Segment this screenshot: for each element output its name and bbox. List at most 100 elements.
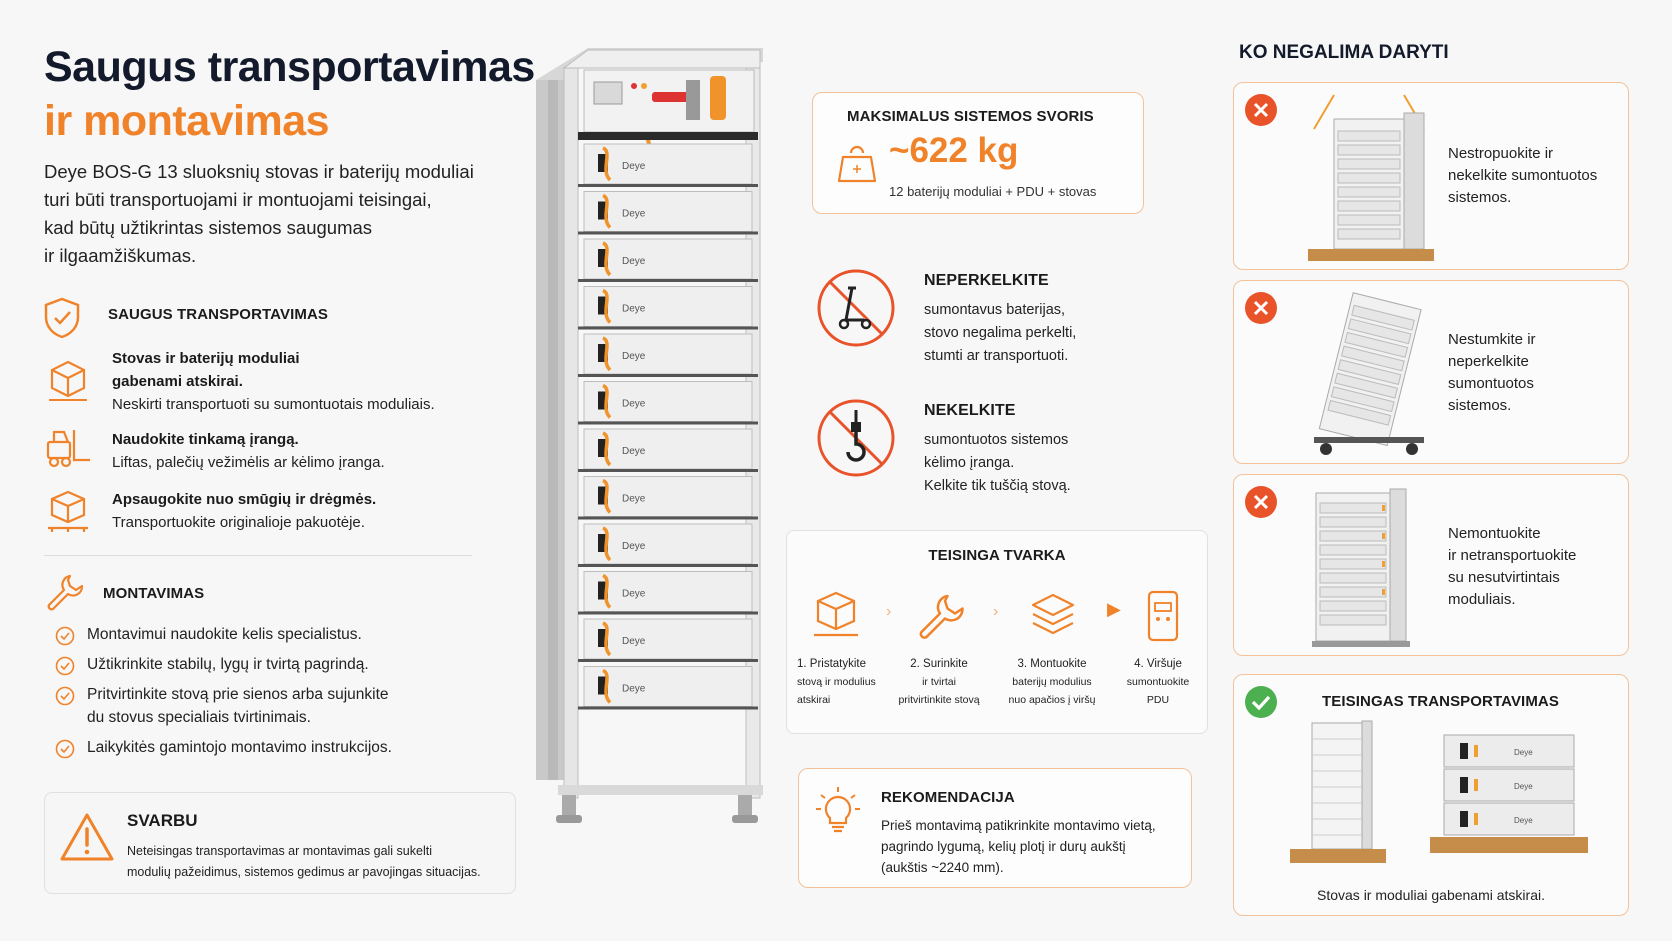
chevron-right-icon: › xyxy=(886,603,892,620)
brand-label: Deye xyxy=(622,541,646,552)
list-item-text: Montavimui naudokite kelis specialistus. xyxy=(87,626,362,643)
package-icon xyxy=(811,589,861,646)
battery-module: Deye xyxy=(578,476,758,520)
battery-module: Deye xyxy=(578,571,758,615)
battery-module: Deye xyxy=(578,286,758,330)
modules-on-pallet-illustration: Deye Deye Deye xyxy=(1430,734,1588,853)
x-circle-icon xyxy=(1245,292,1277,324)
recommend-heading: REKOMENDACIJA xyxy=(881,789,1015,806)
no-hook-icon xyxy=(816,398,896,483)
no-push-icon xyxy=(816,268,896,353)
brand-label: Deye xyxy=(1514,748,1533,757)
brand-label: Deye xyxy=(622,636,646,647)
important-text: Neteisingas transportavimas ar montavima… xyxy=(127,844,481,879)
package-icon xyxy=(44,488,92,539)
shield-check-icon xyxy=(42,296,82,345)
list-item: Montavimui naudokite kelis specialistus. xyxy=(55,623,475,646)
battery-module: Deye xyxy=(578,191,758,235)
no-move-heading: NEPERKELKITE xyxy=(924,272,1049,289)
dont-text-3: Nemontuokite ir netransportuokite su nes… xyxy=(1448,525,1577,608)
correct-caption: Stovas ir moduliai gabenami atskirai. xyxy=(1317,887,1545,903)
section-divider xyxy=(44,555,472,556)
dont-card-2: Nestumkite ir neperkelkite sumontuotos s… xyxy=(1233,280,1629,464)
donts-heading: KO NEGALIMA DARYTI xyxy=(1239,42,1449,63)
check-circle-icon xyxy=(55,656,75,676)
transport-item-3: Apsaugokite nuo smūgių ir drėgmės. Trans… xyxy=(112,488,376,534)
correct-heading: TEISINGAS TRANSPORTAVIMAS xyxy=(1322,693,1559,710)
brand-label: Deye xyxy=(622,161,646,172)
brand-label: Deye xyxy=(622,304,646,315)
x-circle-icon xyxy=(1245,94,1277,126)
item-bold: Stovas ir baterijų moduliai xyxy=(112,350,300,367)
dont-card-1: Nestropuokite ir nekelkite sumontuotos s… xyxy=(1233,82,1629,270)
check-circle-icon xyxy=(55,686,75,706)
item-bold: gabenami atskirai. xyxy=(112,373,243,390)
intro-line: ir ilgaamžiškumas. xyxy=(44,245,197,266)
intro-line: turi būti transportuojami ir montuojami … xyxy=(44,189,432,210)
check-circle-icon xyxy=(55,626,75,646)
list-item-text: du stovus specialiais tvirtinimais. xyxy=(87,709,311,726)
weight-heading: MAKSIMALUS SISTEMOS SVORIS xyxy=(847,108,1094,125)
item-text: Liftas, palečių vežimėlis ar kėlimo įran… xyxy=(112,454,385,471)
lifted-rack-illustration xyxy=(1308,94,1434,261)
item-bold: Naudokite tinkamą įrangą. xyxy=(112,431,299,448)
item-text: Neskirti transportuoti su sumontuotais m… xyxy=(112,396,435,413)
order-step-3: 3. Montuokite baterijų modulius nuo apač… xyxy=(1008,658,1096,706)
check-circle-icon xyxy=(1245,686,1277,718)
chevron-right-icon: › xyxy=(993,603,999,620)
battery-module: Deye xyxy=(578,238,758,282)
recommend-text: Prieš montavimą patikrinkite montavimo v… xyxy=(881,818,1156,875)
no-lift-heading: NEKELKITE xyxy=(924,402,1016,419)
brand-label: Deye xyxy=(622,256,646,267)
no-move-block: NEPERKELKITE sumontavus baterijas, stovo… xyxy=(924,272,1077,364)
weight-value: ~622 kg xyxy=(889,131,1019,170)
page-title: Saugus transportavimas ir montavimas xyxy=(44,40,535,148)
lightbulb-icon xyxy=(813,785,863,844)
install-list: Montavimui naudokite kelis specialistus.… xyxy=(55,623,475,759)
brand-label: Deye xyxy=(622,209,646,220)
order-step-2: 2. Surinkite ir tvirtai pritvirtinkite s… xyxy=(898,658,980,706)
dont-text-2: Nestumkite ir neperkelkite sumontuotos s… xyxy=(1448,331,1536,414)
pushed-rack-illustration xyxy=(1314,292,1424,455)
box-icon xyxy=(46,358,90,407)
brand-label: Deye xyxy=(622,351,646,362)
warning-icon xyxy=(59,811,115,868)
order-step-4: 4. Viršuje sumontuokite PDU xyxy=(1126,658,1190,706)
battery-module: Deye xyxy=(578,381,758,425)
title-line-1: Saugus transportavimas xyxy=(44,43,535,91)
list-item-text: Užtikrinkite stabilų, lygų ir tvirtą pag… xyxy=(87,656,369,673)
important-heading: SVARBU xyxy=(127,811,198,830)
order-heading: TEISINGA TVARKA xyxy=(928,547,1066,564)
battery-module: Deye xyxy=(578,666,758,710)
layers-icon xyxy=(1027,589,1079,646)
correct-order-card: TEISINGA TVARKA › › ▶ 1. Pristatykite st… xyxy=(786,530,1208,734)
battery-module: Deye xyxy=(578,143,758,187)
brand-label: Deye xyxy=(1514,816,1533,825)
intro-line: Deye BOS-G 13 sluoksnių stovas ir bateri… xyxy=(44,161,474,182)
list-item: Pritvirtinkite stovą prie sienos arba su… xyxy=(55,683,475,729)
check-circle-icon xyxy=(55,739,75,759)
brand-label: Deye xyxy=(622,399,646,410)
title-line-2: ir montavimas xyxy=(44,97,330,145)
max-weight-card: MAKSIMALUS SISTEMOS SVORIS ~622 kg 12 ba… xyxy=(812,92,1144,214)
transport-item-2: Naudokite tinkamą įrangą. Liftas, paleči… xyxy=(112,428,385,474)
item-bold: Apsaugokite nuo smūgių ir drėgmės. xyxy=(112,491,377,508)
wrench-icon xyxy=(915,591,965,646)
brand-label: Deye xyxy=(622,494,646,505)
list-item: Laikykitės gamintojo montavimo instrukci… xyxy=(55,736,475,759)
dont-card-3: Nemontuokite ir netransportuokite su nes… xyxy=(1233,474,1629,656)
battery-module: Deye xyxy=(578,618,758,662)
list-item-text: Pritvirtinkite stovą prie sienos arba su… xyxy=(87,686,389,703)
x-circle-icon xyxy=(1245,486,1277,518)
correct-transport-card: TEISINGAS TRANSPORTAVIMAS Deye Deye Deye… xyxy=(1233,674,1629,916)
brand-label: Deye xyxy=(622,589,646,600)
wrench-icon xyxy=(44,572,84,617)
list-item: Užtikrinkite stabilų, lygų ir tvirtą pag… xyxy=(55,653,475,676)
pdu-icon xyxy=(1143,589,1183,648)
battery-module: Deye xyxy=(578,333,758,377)
intro-line: kad būtų užtikrintas sistemos saugumas xyxy=(44,217,373,238)
order-step-1: 1. Pristatykite stovą ir modulius atskir… xyxy=(797,658,876,706)
forklift-icon xyxy=(44,426,94,475)
empty-rack-on-pallet-illustration xyxy=(1290,720,1386,863)
